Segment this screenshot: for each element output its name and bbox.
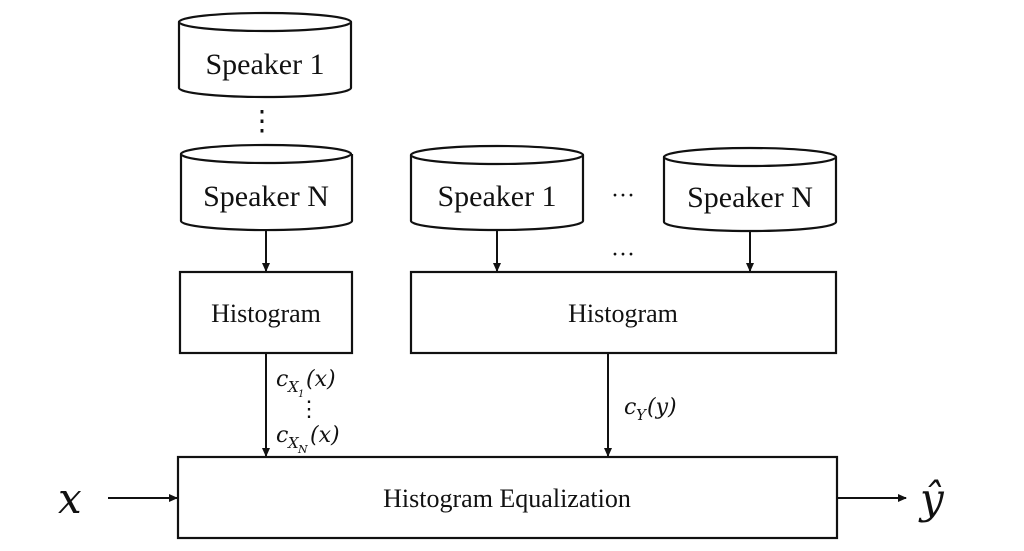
svg-text:(x): (x) <box>306 367 336 392</box>
left-database-speaker-n: Speaker N <box>179 143 354 232</box>
svg-text:c: c <box>276 367 288 392</box>
output-symbol: ŷ <box>918 474 945 523</box>
horizontal-ellipsis: ··· <box>611 183 635 209</box>
svg-text:X: X <box>287 434 300 452</box>
horizontal-ellipsis: ··· <box>611 242 635 268</box>
svg-text:X: X <box>287 378 300 396</box>
equalization-box: Histogram Equalization <box>176 455 839 540</box>
svg-text:c: c <box>624 395 636 420</box>
database-label: Speaker N <box>687 181 813 214</box>
svg-text:1: 1 <box>298 389 304 400</box>
left-histogram-box: Histogram <box>178 270 354 355</box>
cdf-label-x1: c X 1 (x) <box>276 367 336 400</box>
cdf-label-y: c Y (y) <box>624 395 677 424</box>
database-label: Speaker 1 <box>437 180 556 213</box>
left-database-speaker-1: Speaker 1 <box>177 11 353 99</box>
database-label: Speaker N <box>203 180 329 213</box>
input-symbol: x <box>58 474 82 523</box>
vertical-ellipsis: ⋮ <box>248 106 276 137</box>
histogram-label: Histogram <box>568 299 678 328</box>
database-label: Speaker 1 <box>205 48 324 81</box>
svg-text:(x): (x) <box>310 423 340 448</box>
equalization-label: Histogram Equalization <box>383 484 631 513</box>
right-database-speaker-n: Speaker N <box>662 146 838 233</box>
right-histogram-box: Histogram <box>409 270 838 355</box>
svg-text:(y): (y) <box>647 395 677 420</box>
vertical-ellipsis: ⋮ <box>298 396 320 421</box>
right-database-speaker-1: Speaker 1 <box>409 144 585 232</box>
svg-text:N: N <box>297 443 308 456</box>
svg-text:Y: Y <box>636 406 648 424</box>
histogram-label: Histogram <box>211 299 321 328</box>
svg-text:c: c <box>276 423 288 448</box>
cdf-label-xn: c X N (x) <box>276 423 340 456</box>
